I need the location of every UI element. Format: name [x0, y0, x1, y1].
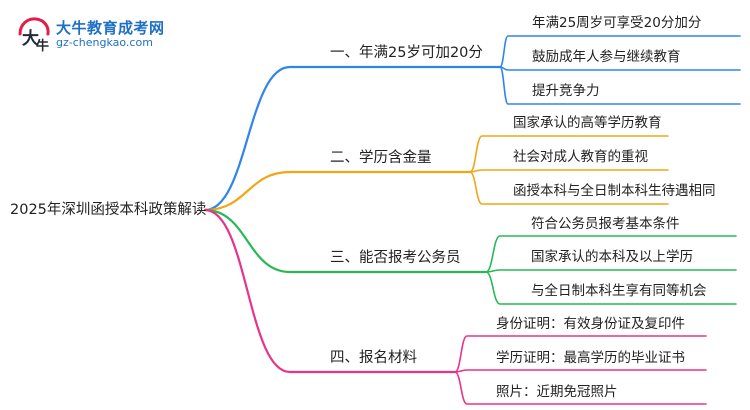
leaf-4-1-connector [454, 335, 707, 373]
leaf-4-3: 照片：近期免冠照片 [496, 384, 618, 400]
branch-1: 一、年满25岁可加20分 [330, 45, 483, 61]
leaf-4-2-connector [454, 369, 707, 373]
leaf-2-3-connector [469, 171, 669, 205]
logo-url: gz-chengkao.com [56, 36, 153, 49]
leaf-1-2-connector [499, 66, 741, 71]
leaf-3-3: 与全日制本科生享有同等机会 [531, 283, 707, 299]
leaf-2-2-connector [469, 169, 669, 173]
leaf-4-3-connector [454, 371, 707, 405]
branch-2-connector [203, 170, 472, 212]
branch-3: 三、能否报考公务员 [330, 250, 461, 266]
leaf-4-2: 学历证明：最高学历的毕业证书 [496, 350, 685, 366]
leaf-1-3: 提升竞争力 [532, 83, 600, 99]
leaf-3-1-connector [485, 235, 737, 273]
niu-logo-icon: 大 牛 [18, 17, 50, 54]
leaf-1-1-connector [499, 35, 741, 68]
leaf-4-1: 身份证明：有效身份证及复印件 [496, 316, 685, 332]
leaf-2-3: 函授本科与全日制本科生待遇相同 [513, 183, 716, 199]
leaf-3-2: 国家承认的本科及以上学历 [531, 249, 693, 265]
leaf-3-2-connector [485, 269, 737, 273]
branch-4: 四、报名材料 [330, 350, 417, 366]
branch-3-connector [203, 208, 488, 274]
branch-2: 二、学历含金量 [330, 150, 432, 166]
leaf-1-2: 鼓励成年人参与继续教育 [532, 49, 681, 65]
svg-text:牛: 牛 [36, 38, 49, 54]
leaf-1-3-connector [499, 66, 741, 105]
site-logo: 大 牛 大牛教育成考网 gz-chengkao.com [14, 14, 194, 54]
logo-title: 大牛教育成考网 [56, 19, 165, 37]
leaf-3-3-connector [485, 271, 737, 305]
root-topic: 2025年深圳函授本科政策解读 [10, 202, 207, 218]
leaf-2-2: 社会对成人教育的重视 [513, 149, 648, 165]
branch-1-connector [203, 65, 502, 212]
leaf-3-1: 符合公务员报考基本条件 [531, 216, 680, 232]
branch-4-connector [203, 208, 457, 374]
svg-text:大: 大 [22, 28, 39, 49]
leaf-2-1-connector [469, 135, 669, 173]
leaf-2-1: 国家承认的高等学历教育 [513, 115, 662, 131]
leaf-1-1: 年满25周岁可享受20分加分 [532, 15, 702, 31]
